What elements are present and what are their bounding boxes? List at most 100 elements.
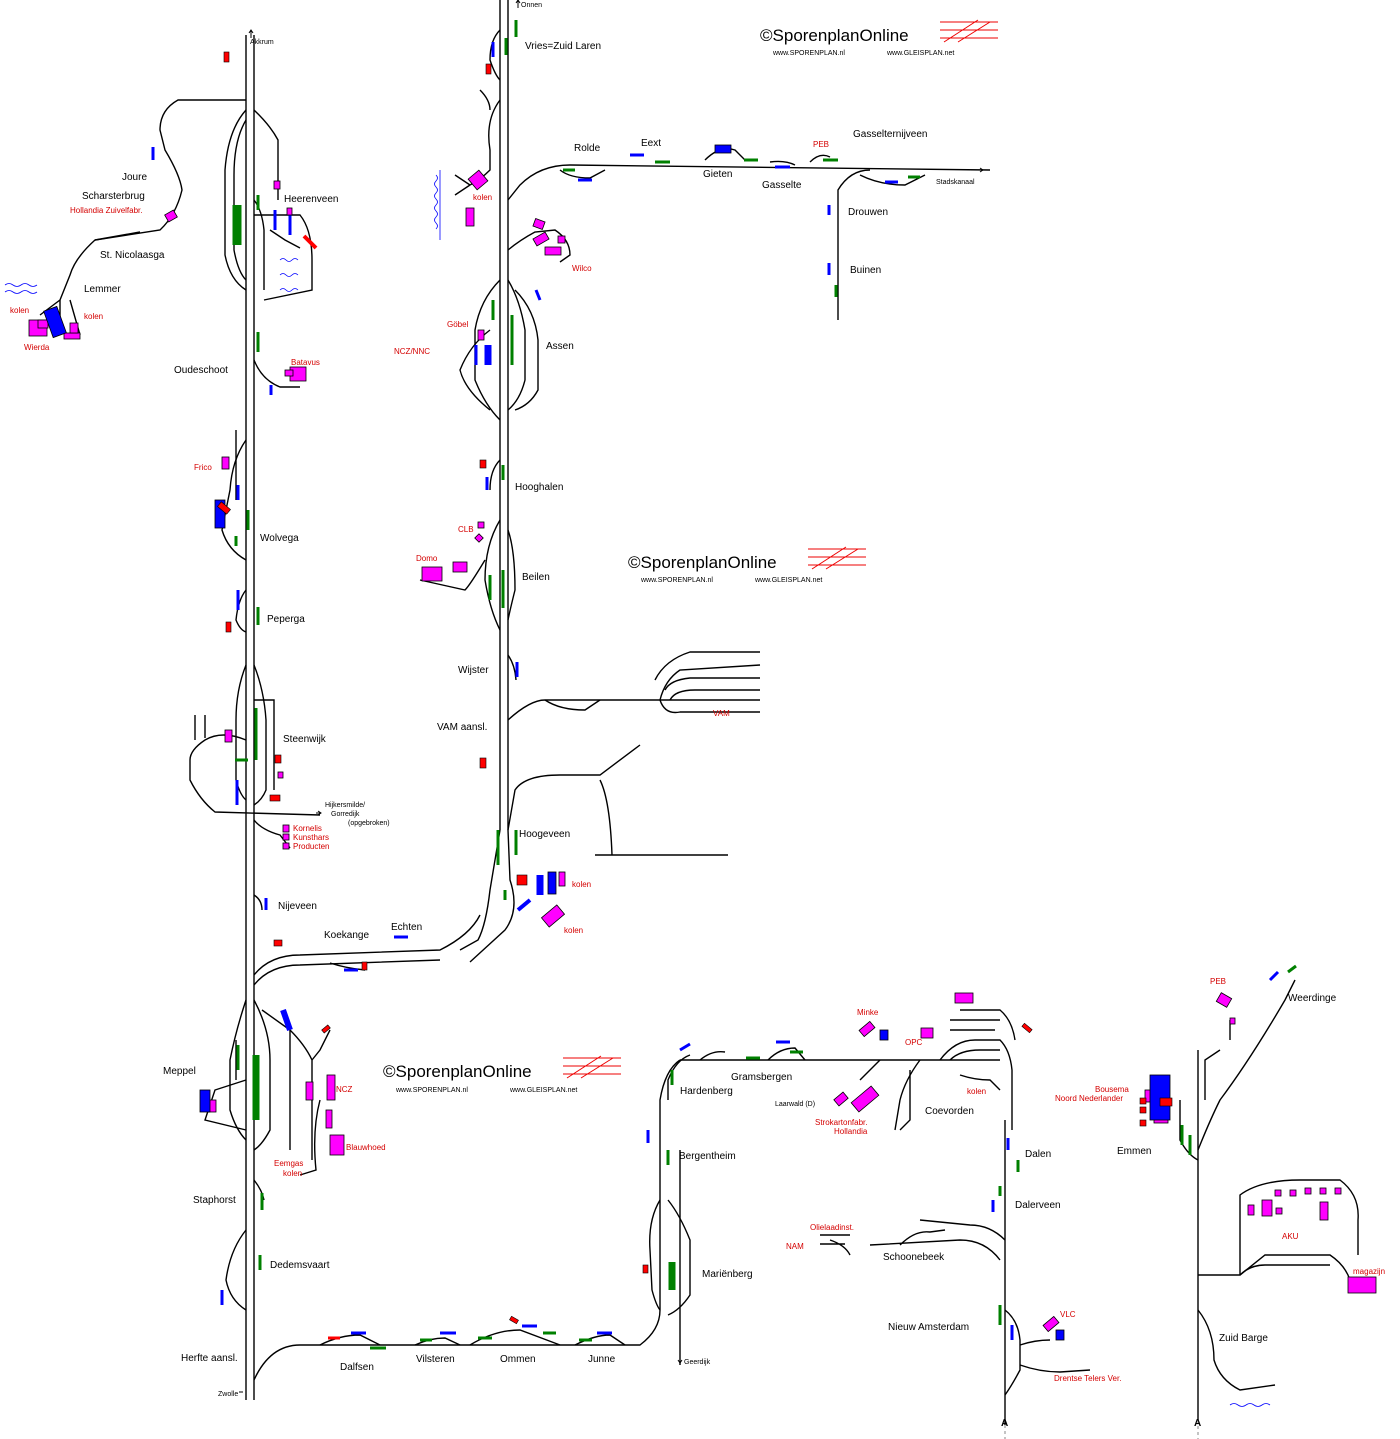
arrow-up-icon [515,0,521,8]
label-marienberg: Mariënberg [702,1269,753,1280]
watermark-top: ©SporenplanOnline www.SPORENPLAN.nl www.… [760,19,998,57]
station-labels: Akkrum Joure Scharsterbrug Heerenveen St… [82,2,1337,1429]
label-geerdijk: Geerdijk [684,1359,711,1366]
label-oudeschoot: Oudeschoot [174,365,228,376]
direction-arrow-icons [239,0,984,1393]
label-junne: Junne [588,1354,616,1365]
label-dalen: Dalen [1025,1149,1051,1160]
label-ommen: Ommen [500,1354,536,1365]
label-peb-weerdinge: PEB [1210,977,1226,986]
arrow-right-icon [975,167,984,173]
label-blauwhoed: Blauwhoed [346,1143,386,1152]
label-hijkersmilde-1: Hijkersmilde/ [325,802,365,809]
watermark-site2: www.GLEISPLAN.net [754,577,822,584]
label-zuid-barge: Zuid Barge [1219,1333,1268,1344]
label-marker-a-1: A [1001,1418,1008,1429]
label-vlc: VLC [1060,1310,1076,1319]
label-kornelis-2: Kunsthars [293,833,329,842]
label-steenwijk: Steenwijk [283,734,327,745]
label-ncz: NCZ [336,1085,353,1094]
label-coevorden: Coevorden [925,1106,974,1117]
track-dashed-connections [1004,1420,1199,1439]
label-emmen: Emmen [1117,1146,1151,1157]
watermark-site2: www.GLEISPLAN.net [886,50,954,57]
label-weerdinge: Weerdinge [1288,993,1337,1004]
label-assen: Assen [546,341,574,352]
label-kornelis-1: Kornelis [293,824,322,833]
label-vries: Vries=Zuid Laren [525,41,601,52]
label-kolen-vries: kolen [473,193,492,202]
label-hijkersmilde-2: Gorredijk [331,811,360,818]
label-scharsterbrug: Scharsterbrug [82,191,145,202]
label-gasselte: Gasselte [762,180,802,191]
label-hardenberg: Hardenberg [680,1086,733,1097]
label-olielaad: Olielaadinst. [810,1223,854,1232]
platform-layer [151,20,1297,1350]
label-peb-gasselternijveen: PEB [813,140,829,149]
label-beilen: Beilen [522,572,550,583]
label-batavus: Batavus [291,358,320,367]
label-nieuw-amsterdam: Nieuw Amsterdam [888,1322,969,1333]
label-peperga: Peperga [267,614,305,625]
label-buinen: Buinen [850,265,881,276]
watermark-logo-icon [940,19,998,43]
label-vam: VAM [713,709,730,718]
label-herfte: Herfte aansl. [181,1353,238,1364]
label-domo: Domo [416,554,438,563]
label-vilsteren: Vilsteren [416,1354,455,1365]
water-areas [4,170,1271,1407]
watermark-logo-icon [563,1055,621,1079]
label-koekange: Koekange [324,930,369,941]
label-ncz-nnc: NCZ/NNC [394,347,430,356]
label-wolvega: Wolvega [260,533,299,544]
label-nijeveen: Nijeveen [278,901,317,912]
label-kolen-meppel: kolen [283,1169,302,1178]
label-kolen-hoogeveen-1: kolen [572,880,591,889]
label-gramsbergen: Gramsbergen [731,1072,792,1083]
label-kolen-lemmer-1: kolen [10,306,29,315]
label-hollandia-zuivel: Hollandia Zuivelfabr. [70,206,142,215]
label-gieten: Gieten [703,169,732,180]
label-stadskanaal: Stadskanaal [936,179,975,186]
label-bousema: Bousema [1095,1085,1129,1094]
label-hooghalen: Hooghalen [515,482,563,493]
signal-sheds [217,51,1173,1325]
label-st-nicolaasga: St. Nicolaasga [100,250,165,261]
label-clb: CLB [458,525,474,534]
label-kolen-hoogeveen-2: kolen [564,926,583,935]
label-lemmer: Lemmer [84,284,121,295]
label-wierda: Wierda [24,343,50,352]
label-heerenveen: Heerenveen [284,194,338,205]
label-frico: Frico [194,463,212,472]
watermark-site2: www.GLEISPLAN.net [509,1087,577,1094]
label-echten: Echten [391,922,422,933]
arrow-up-icon [248,29,254,38]
label-noord-nederlander: Noord Nederlander [1055,1094,1123,1103]
arrow-down-icon [677,1355,683,1364]
label-meppel: Meppel [163,1066,196,1077]
industry-blue-buildings [43,144,1171,1341]
label-bergentheim: Bergentheim [679,1151,736,1162]
watermark-middle: ©SporenplanOnline www.SPORENPLAN.nl www.… [628,546,866,584]
watermark-site1: www.SPORENPLAN.nl [640,577,713,584]
label-eemgas: Eemgas [274,1159,303,1168]
label-dalerveen: Dalerveen [1015,1200,1061,1211]
label-gobel: Göbel [447,320,469,329]
label-magazijn: magazijn [1353,1267,1385,1276]
label-drentse-telers: Drentse Telers Ver. [1054,1374,1121,1383]
label-dedemsvaart: Dedemsvaart [270,1260,330,1271]
label-dalfsen: Dalfsen [340,1362,374,1373]
label-nam: NAM [786,1242,804,1251]
label-laarwald: Laarwald (D) [775,1101,815,1108]
industry-labels: Hollandia Zuivelfabr. kolen kolen Wierda… [10,140,1385,1383]
label-opc: OPC [905,1038,923,1047]
label-vam-aansl: VAM aansl. [437,722,487,733]
label-aku: AKU [1282,1232,1299,1241]
label-strokarton-1: Strokartonfabr. [815,1118,867,1127]
label-minke: Minke [857,1008,879,1017]
watermark-site1: www.SPORENPLAN.nl [772,50,845,57]
label-marker-a-2: A [1194,1418,1201,1429]
label-rolde: Rolde [574,143,601,154]
label-staphorst: Staphorst [193,1195,236,1206]
label-drouwen: Drouwen [848,207,888,218]
